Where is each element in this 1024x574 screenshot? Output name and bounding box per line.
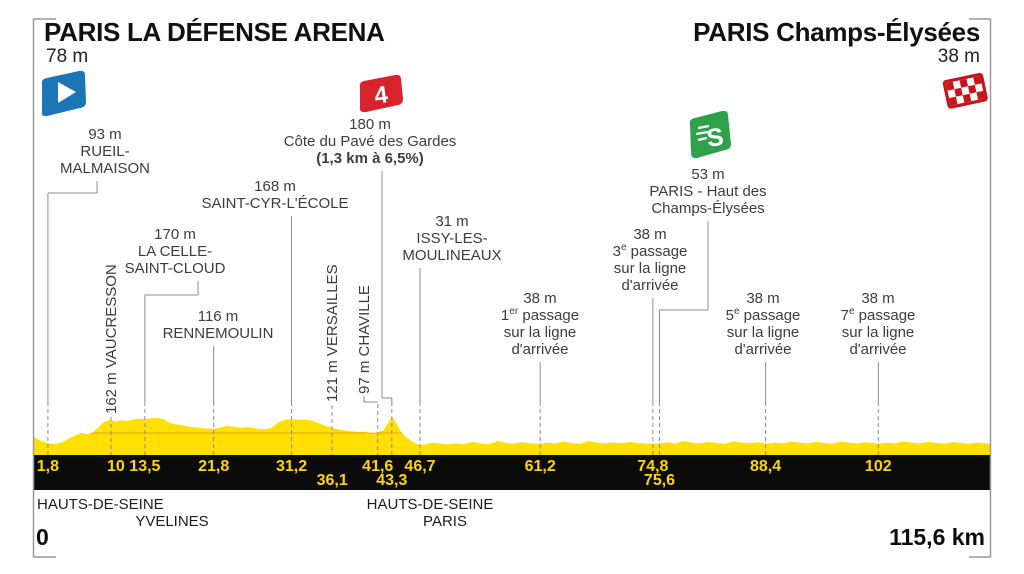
category-number: 4: [373, 81, 391, 110]
km-tick-10: 10: [106, 458, 125, 475]
start-km-label: 0: [36, 524, 49, 550]
speed-lines: [695, 124, 710, 142]
frame-brackets: [32, 18, 992, 558]
km-tick-41,6: 41,6: [362, 458, 394, 475]
department-label-3: PARIS: [423, 513, 467, 530]
start-elevation: 78 m: [46, 46, 89, 67]
km-tick-88,4: 88,4: [750, 458, 782, 475]
km-tick-21,8: 21,8: [198, 458, 230, 475]
km-tick-31,2: 31,2: [275, 458, 308, 475]
km-tick-61,2: 61,2: [524, 458, 556, 475]
km-tick-46,7: 46,7: [404, 458, 436, 475]
department-label-1: YVELINES: [135, 513, 209, 530]
km-tick-102: 102: [864, 458, 892, 475]
department-label-0: HAUTS-DE-SEINE: [37, 496, 164, 513]
department-label-2: HAUTS-DE-SEINE: [366, 496, 494, 513]
chart-graphics: [33, 171, 991, 490]
annotation-chaville: 97 m CHAVILLE: [356, 285, 373, 394]
km-tick-75,6: 75,6: [643, 472, 676, 489]
start-title: PARIS LA DÉFENSE ARENA: [44, 17, 385, 47]
right-bracket: [969, 18, 992, 558]
finish-elevation: 38 m: [937, 46, 980, 67]
category-4-icon: 4: [359, 74, 403, 113]
km-tick-74,8: 74,8: [637, 458, 669, 475]
annotation-versailles: 121 m VERSAILLES: [324, 264, 341, 402]
annotation-vaucresson: 162 m VAUCRESSON: [103, 264, 120, 414]
left-bracket: [32, 18, 56, 558]
km-tick-43,3: 43,3: [376, 472, 408, 489]
sprint-icon: S: [689, 110, 731, 159]
km-tick-1,8: 1,8: [36, 458, 60, 475]
sprint-letter: S: [705, 123, 725, 153]
distance-bar: [33, 455, 991, 490]
finish-flag-icon: [942, 72, 988, 109]
finish-title: PARIS Champs-Élysées: [693, 17, 980, 47]
total-distance-label: 115,6 km: [889, 524, 985, 550]
depart-flag-icon: [41, 70, 86, 117]
km-tick-13,5: 13,5: [129, 458, 161, 475]
km-tick-36,1: 36,1: [316, 472, 348, 489]
elevation-profile: [33, 416, 991, 455]
